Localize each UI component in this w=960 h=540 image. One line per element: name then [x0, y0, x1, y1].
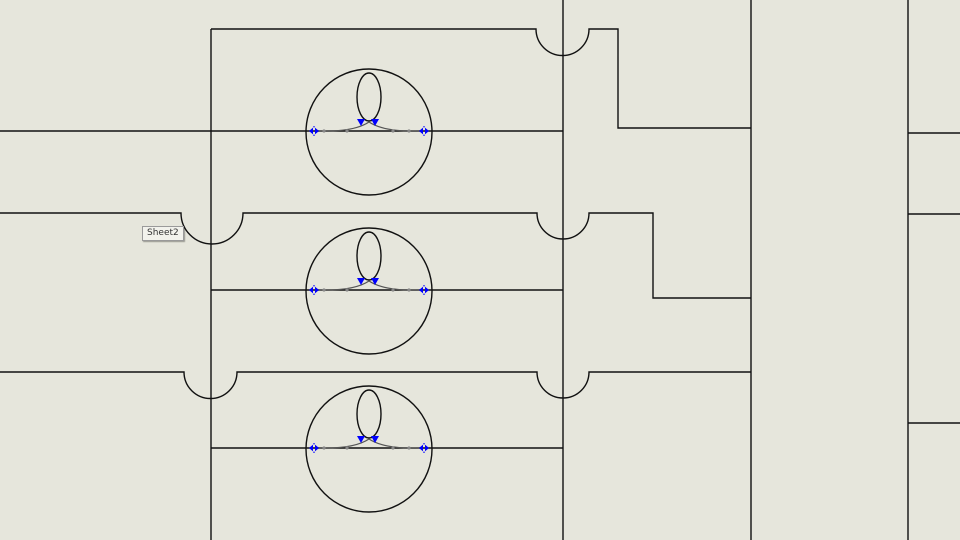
cell-3[interactable] — [211, 385, 563, 513]
spline-point[interactable] — [322, 129, 326, 133]
handle-left-icon[interactable] — [309, 443, 319, 453]
spline-point[interactable] — [345, 288, 349, 292]
top-edge[interactable] — [211, 28, 751, 129]
inner-loop[interactable] — [356, 72, 382, 122]
spline-curve[interactable] — [318, 121, 420, 132]
outer-circle[interactable] — [305, 68, 433, 196]
outer-circle[interactable] — [305, 227, 433, 355]
spline-point[interactable] — [407, 129, 411, 133]
spline-point[interactable] — [391, 446, 395, 450]
handle-left-icon[interactable] — [309, 126, 319, 136]
inner-loop[interactable] — [356, 389, 382, 439]
handle-left-icon[interactable] — [309, 285, 319, 295]
handle-top-right-icon[interactable] — [371, 119, 379, 126]
sheet-tooltip: Sheet2 — [142, 226, 184, 241]
handle-right-icon[interactable] — [419, 285, 429, 295]
sheet-edge-3[interactable] — [0, 371, 751, 400]
spline-point[interactable] — [322, 446, 326, 450]
handle-top-right-icon[interactable] — [371, 278, 379, 285]
spline-point[interactable] — [407, 446, 411, 450]
handle-right-icon[interactable] — [419, 443, 429, 453]
handle-top-right-icon[interactable] — [371, 436, 379, 443]
handle-right-icon[interactable] — [419, 126, 429, 136]
inner-loop[interactable] — [356, 231, 382, 281]
spline-point[interactable] — [391, 288, 395, 292]
sheet-edge-2[interactable] — [0, 212, 751, 299]
handle-top-left-icon[interactable] — [357, 119, 365, 126]
spline-point[interactable] — [322, 288, 326, 292]
cell-1[interactable] — [0, 68, 563, 196]
outer-circle[interactable] — [305, 385, 433, 513]
spline-curve[interactable] — [318, 438, 420, 449]
spline-point[interactable] — [407, 288, 411, 292]
spline-curve[interactable] — [318, 280, 420, 291]
handle-top-left-icon[interactable] — [357, 436, 365, 443]
cell-2[interactable] — [211, 227, 563, 355]
handle-top-left-icon[interactable] — [357, 278, 365, 285]
spline-point[interactable] — [345, 446, 349, 450]
spline-point[interactable] — [345, 129, 349, 133]
spline-point[interactable] — [391, 129, 395, 133]
